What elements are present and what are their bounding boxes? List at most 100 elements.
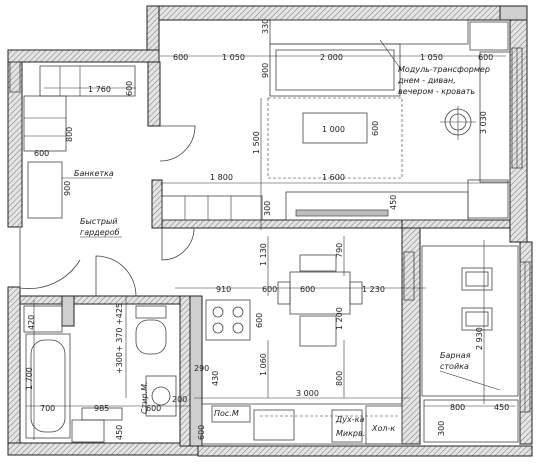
oven [331,409,363,443]
wall-bath-top [19,295,191,305]
dim-600-bath-wc: 600 [255,313,264,328]
right-shelf-desk [479,51,511,183]
dim-2930: 2 930 [475,327,484,350]
dim-1600: 1 600 [322,173,345,182]
dim-600-top-right: 600 [478,53,493,62]
wall-bottom-kitchen [197,445,533,457]
label-dishwasher: Пос.М [214,409,239,418]
tv-unit [285,191,469,221]
wall-bath-right [179,295,191,447]
label-wardrobe-line2: гардероб [80,228,120,237]
dim-1050-top-left: 1 050 [222,53,245,62]
wall-kitchen-niche [401,227,421,445]
dim-450-bar: 450 [494,403,509,412]
label-bench: Банкетка [74,169,114,178]
wall-right-living [509,19,528,243]
dim-3000: 3 000 [296,389,319,398]
living-room [159,19,511,221]
windows [9,47,531,413]
living-wardrobe [269,19,469,45]
washing-machine [145,375,177,417]
entrance-door [19,228,81,290]
walls [7,5,533,457]
wall-bottom [7,442,199,456]
window-hall [9,61,21,93]
sofa-back [275,49,395,91]
dining-chair-right [349,281,363,305]
dim-300-tv: 300 [263,201,272,216]
dishwasher [211,405,251,423]
annotations: Модуль-трансформер днем - диван, вечером… [62,39,501,438]
bar-bottom-shelf [423,399,519,443]
kitchen-sink [253,409,295,441]
living-cabinet-left [161,195,263,221]
hall-shelf [23,95,67,152]
dim-1050-top-right: 1 050 [420,53,443,62]
label-bar-line1: Барная [440,351,471,360]
bath-cabinet [81,407,123,421]
wall-column-kitchen [189,295,203,447]
right-shelf-bottom [467,179,509,219]
dim-600-top-left: 600 [173,53,188,62]
dim-3030-desk: 3 030 [479,111,488,134]
dim-600-kitchen-bottom: 600 [197,425,206,440]
wall-hall-living [147,61,161,127]
coffee-table [302,112,368,144]
kitchen [161,227,519,445]
dim-450-bath: 450 [115,425,124,440]
dim-1130: 1 130 [259,243,268,266]
label-module-line2: днем - диван, [397,76,456,85]
dim-330-top: 330 [261,19,270,34]
dim-420: 420 [27,315,36,330]
niche-window-left [403,251,415,301]
stove [205,299,251,341]
wall-living-left-top [146,5,160,51]
hall-wardrobe-top [39,65,136,97]
label-fridge: Хол-к [371,424,395,433]
dining-chair-left [277,281,291,305]
wall-hall-top [7,49,160,63]
dim-600-hall-left: 600 [34,149,49,158]
wall-living-kitchen [151,219,403,229]
dim-430: 430 [211,371,220,386]
fridge [365,405,403,445]
dim-900-bench: 900 [63,181,72,196]
right-shelf-top [469,21,509,51]
bar-stools [461,267,493,331]
label-oven-line2: Микрв. [336,429,365,438]
bed-outline [267,97,403,179]
dim-2000-top: 2 000 [320,53,343,62]
dim-600-hall-top: 600 [125,81,134,96]
dim-1000-table: 1 000 [322,125,345,134]
dim-425-370-300: +300+ 370 +425 [115,303,124,374]
wall-top [146,5,520,21]
dim-1200: 1 200 [335,307,344,330]
toilet [135,319,167,355]
hall [19,65,137,297]
dim-1760-hall: 1 760 [88,85,111,94]
label-washer: Стир.М. [140,381,149,414]
dimension-lines [26,55,516,440]
dim-600-kitchen-b: 600 [300,285,315,294]
wall-left-lower [7,286,21,448]
dim-985: 985 [94,404,109,413]
wall-hall-divider [151,179,163,229]
bathtub [25,333,71,439]
desk-chair [440,106,476,140]
bathtub-inner [30,339,66,433]
dining-chair-bottom [299,315,337,347]
dim-600-bath-bottom: 600 [146,404,161,413]
dim-200: 200 [172,395,187,404]
bathroom [23,305,177,443]
dim-290: 290 [194,364,209,373]
dim-1060: 1 060 [259,353,268,376]
wall-living-kitchen-right [401,219,511,229]
dim-300-bar: 300 [437,421,446,436]
bath-door [95,255,137,297]
label-module-line3: вечером - кровать [398,87,475,96]
dim-700: 700 [40,404,55,413]
dim-790: 790 [335,243,344,258]
dimension-labels: 600 1 050 2 000 1 050 600 330 900 1 000 … [25,19,509,440]
dining-chair-top [299,254,337,272]
